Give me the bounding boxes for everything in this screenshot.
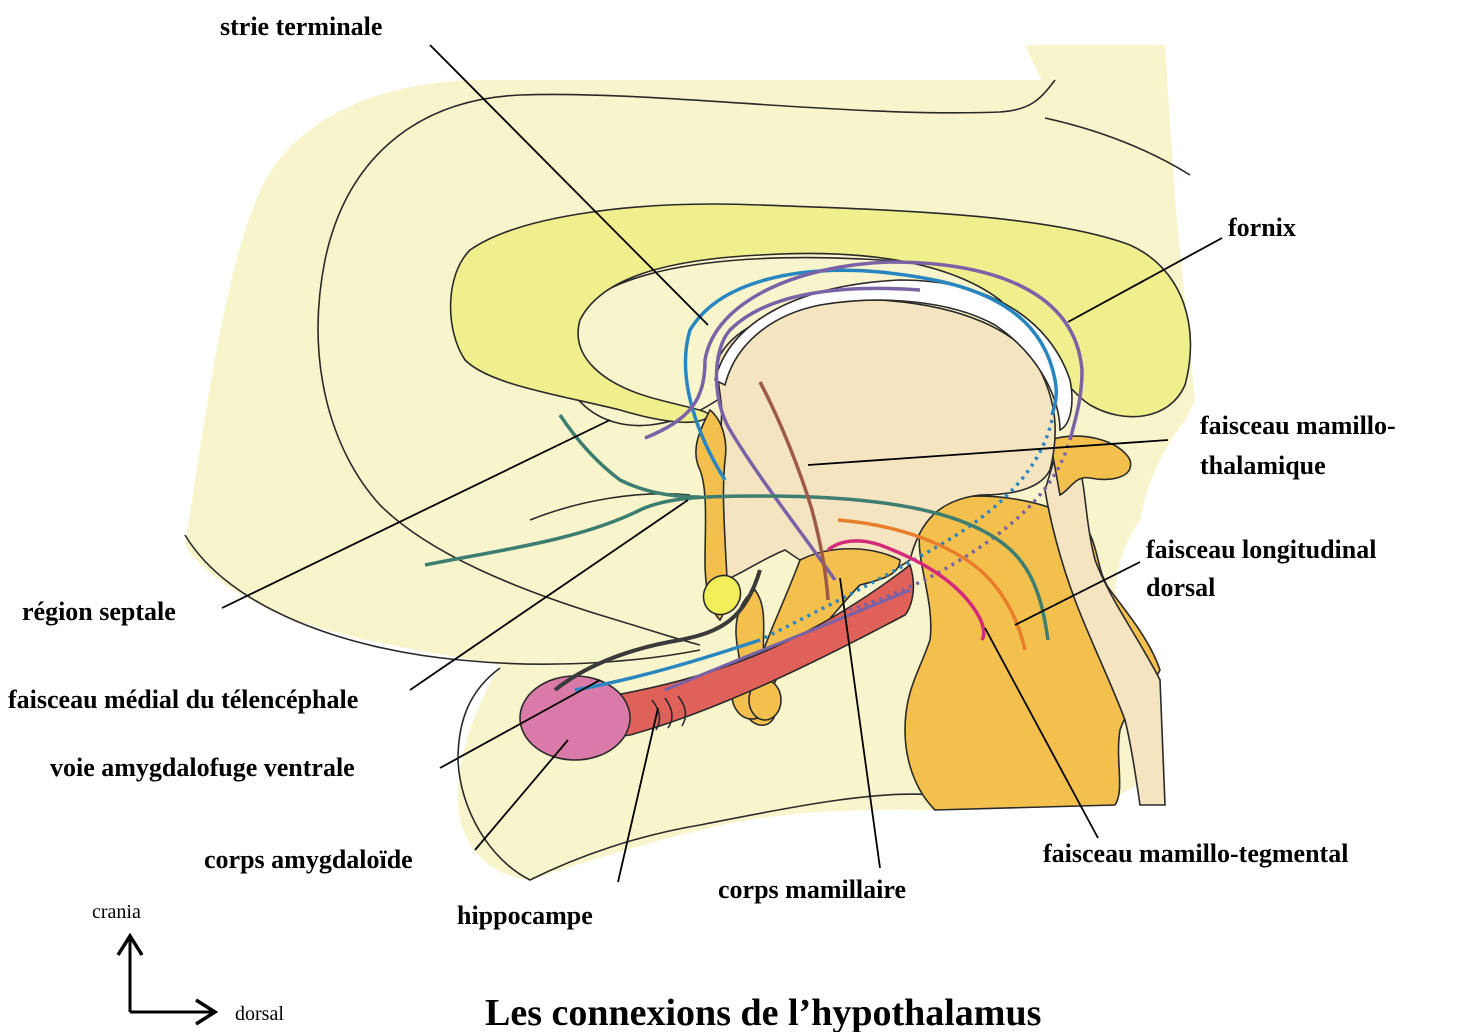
label-faisceau-medial: faisceau médial du télencéphale — [8, 685, 358, 714]
label-region-septale: région septale — [22, 597, 176, 626]
diagram-title: Les connexions de l’hypothalamus — [485, 992, 1041, 1032]
label-faisceau-mamillo-thalamique-1: faisceau mamillo- — [1200, 411, 1396, 440]
label-corps-mamillaire: corps mamillaire — [718, 875, 906, 904]
label-strie-terminale: strie terminale — [220, 12, 382, 41]
label-fornix: fornix — [1228, 213, 1296, 242]
label-faisceau-mamillo-thalamique-2: thalamique — [1200, 451, 1326, 480]
label-faisceau-mamillo-tegmental: faisceau mamillo-tegmental — [1043, 839, 1348, 868]
orientation-up-label: crania — [92, 901, 141, 923]
label-corps-amygdaloide: corps amygdaloïde — [204, 845, 413, 874]
label-faisceau-longitudinal-2: dorsal — [1146, 573, 1215, 602]
label-voie-amygdalofuge: voie amygdalofuge ventrale — [50, 753, 355, 782]
label-faisceau-longitudinal-1: faisceau longitudinal — [1146, 535, 1376, 564]
label-hippocampe: hippocampe — [457, 901, 593, 930]
orientation-right-label: dorsal — [235, 1003, 284, 1025]
